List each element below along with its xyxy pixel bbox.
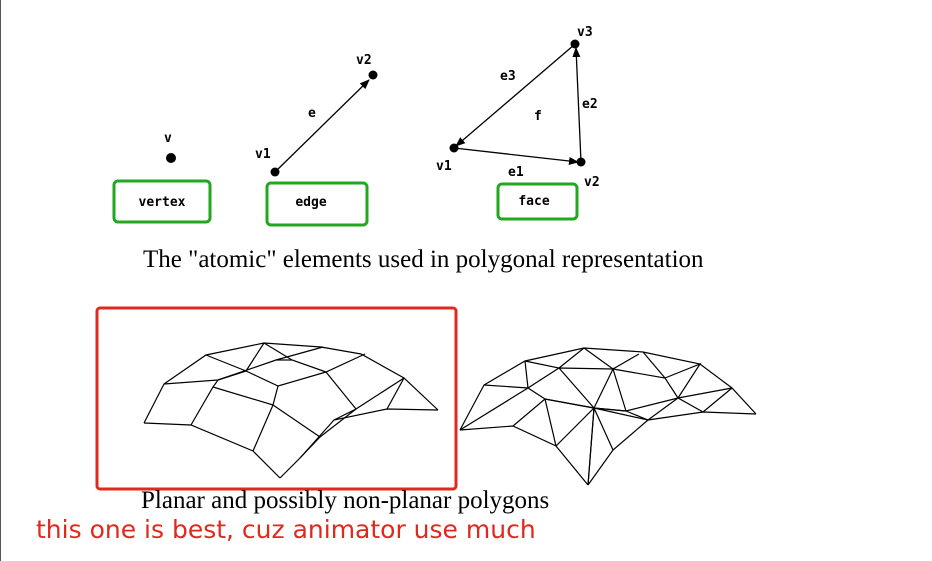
face-box-label: face bbox=[518, 194, 549, 209]
face-e2-label: e2 bbox=[582, 97, 598, 112]
edge-v1-label: v1 bbox=[255, 147, 271, 162]
atomic-caption: The "atomic" elements used in polygonal … bbox=[143, 246, 704, 273]
face-element: v1 v2 v3 e1 e2 e3 f bbox=[436, 25, 600, 190]
edge-box-label: edge bbox=[295, 195, 326, 210]
face-edge-e3 bbox=[455, 44, 575, 147]
edge-box: edge bbox=[265, 181, 369, 227]
face-v2-point bbox=[576, 157, 586, 167]
face-v2-label: v2 bbox=[584, 175, 600, 190]
edge-v2-label: v2 bbox=[356, 53, 372, 68]
face-v3-point bbox=[570, 39, 580, 49]
edge-e-label: e bbox=[308, 106, 316, 121]
quad-mesh bbox=[143, 342, 439, 479]
face-f-label: f bbox=[534, 109, 542, 124]
face-edge-e1 bbox=[453, 147, 579, 165]
face-edge-e2 bbox=[572, 47, 582, 163]
vertex-point bbox=[166, 153, 176, 163]
vertex-element: v bbox=[164, 131, 176, 163]
face-v3-label: v3 bbox=[577, 25, 593, 40]
triangle-mesh bbox=[459, 347, 757, 486]
polygons-caption: Planar and possibly non-planar polygons bbox=[141, 487, 550, 514]
face-e1-label: e1 bbox=[508, 165, 524, 180]
edge-end-point bbox=[368, 70, 378, 80]
vertex-box: vertex bbox=[112, 179, 212, 224]
face-v1-label: v1 bbox=[436, 159, 452, 174]
edge-start-point bbox=[270, 167, 280, 177]
edge-line bbox=[274, 79, 370, 173]
vertex-box-label: vertex bbox=[139, 195, 186, 210]
highlight-box bbox=[95, 306, 458, 491]
annotation-note: this one is best, cuz animator use much bbox=[36, 515, 536, 544]
face-v1-point bbox=[449, 143, 459, 153]
left-border bbox=[0, 0, 1, 561]
vertex-label: v bbox=[164, 131, 172, 146]
face-box: face bbox=[496, 182, 579, 221]
face-e3-label: e3 bbox=[500, 69, 516, 84]
edge-element: v1 v2 e bbox=[255, 53, 378, 177]
